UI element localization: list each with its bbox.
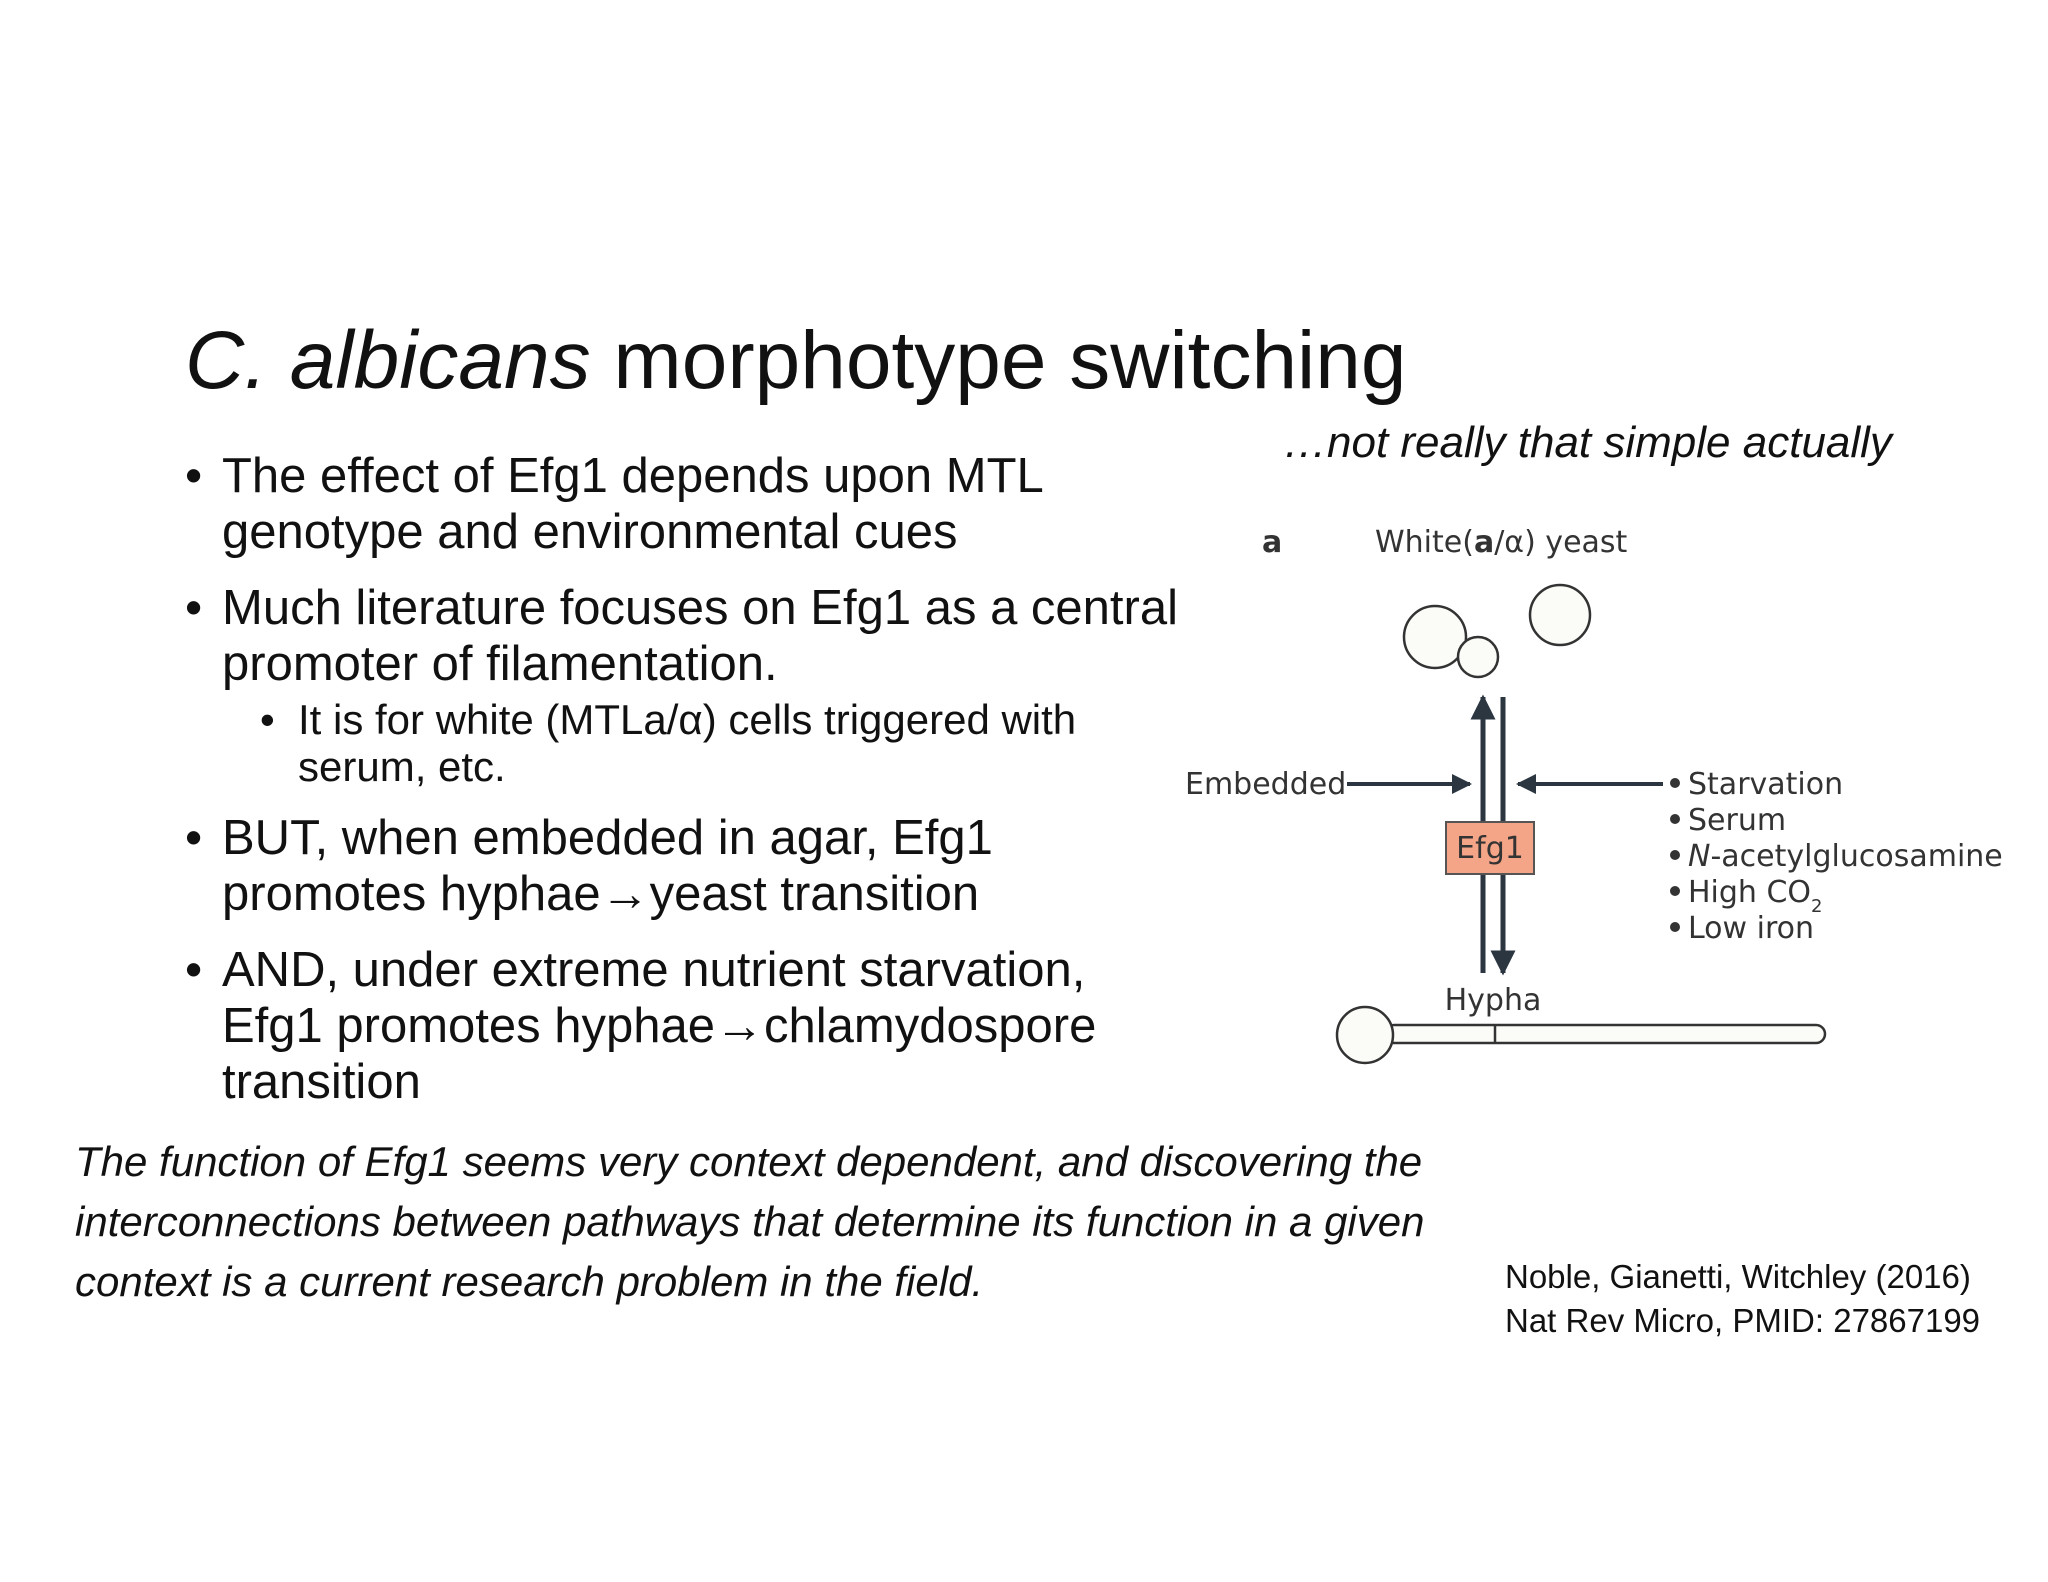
panel-label: a <box>1262 525 1282 560</box>
title-italic: C. albicans <box>185 315 591 406</box>
cue-item: Low iron <box>1688 911 1814 946</box>
subtitle-note: …not really that simple actually <box>1283 418 1892 467</box>
efg1-pathway-diagram: a White(a/α) yeast Embedded Efg1 Starvat… <box>1185 525 2003 1065</box>
efg1-box <box>1445 821 1535 875</box>
bullet-item: Much literature focuses on Efg1 as a cen… <box>185 580 1195 790</box>
title-rest: morphotype switching <box>590 315 1407 406</box>
efg1-label: Efg1 <box>1456 831 1524 866</box>
bullet-item: AND, under extreme nutrient starvation, … <box>185 942 1195 1110</box>
hypha-icon <box>1335 1005 1827 1065</box>
citation-authors: Noble, Gianetti, Witchley (2016) <box>1505 1258 1971 1295</box>
bullet-item: BUT, when embedded in agar, Efg1 promote… <box>185 810 1195 922</box>
yeast-cells-icon <box>1402 583 1592 679</box>
embedded-label: Embedded <box>1185 767 1346 802</box>
citation-journal: Nat Rev Micro, PMID: 27867199 <box>1505 1302 1981 1339</box>
cue-item: Serum <box>1688 803 1786 838</box>
cue-item-acetylglucosamine: N-acetylglucosamine <box>1688 839 2003 874</box>
cue-item-co2: High CO2 <box>1688 875 1823 917</box>
sub-bullet-list: It is for white (MTLa/α) cells triggered… <box>222 696 1195 790</box>
cue-list: Starvation Serum N-acetylglucosamine Hig… <box>1670 767 2003 946</box>
citation: Noble, Gianetti, Witchley (2016) Nat Rev… <box>1505 1255 1980 1343</box>
cue-item: Starvation <box>1688 767 1843 802</box>
conclusion-text: The function of Efg1 seems very context … <box>75 1138 1425 1305</box>
bullet-item: The effect of Efg1 depends upon MTL geno… <box>185 448 1195 560</box>
yeast-label: White(a/α) yeast <box>1375 525 1628 560</box>
hypha-label: Hypha <box>1445 983 1542 1018</box>
page-title: C. albicans morphotype switching <box>185 315 1407 406</box>
bullet-list: The effect of Efg1 depends upon MTL geno… <box>185 448 1195 1130</box>
sub-bullet-item: It is for white (MTLa/α) cells triggered… <box>260 696 1195 790</box>
